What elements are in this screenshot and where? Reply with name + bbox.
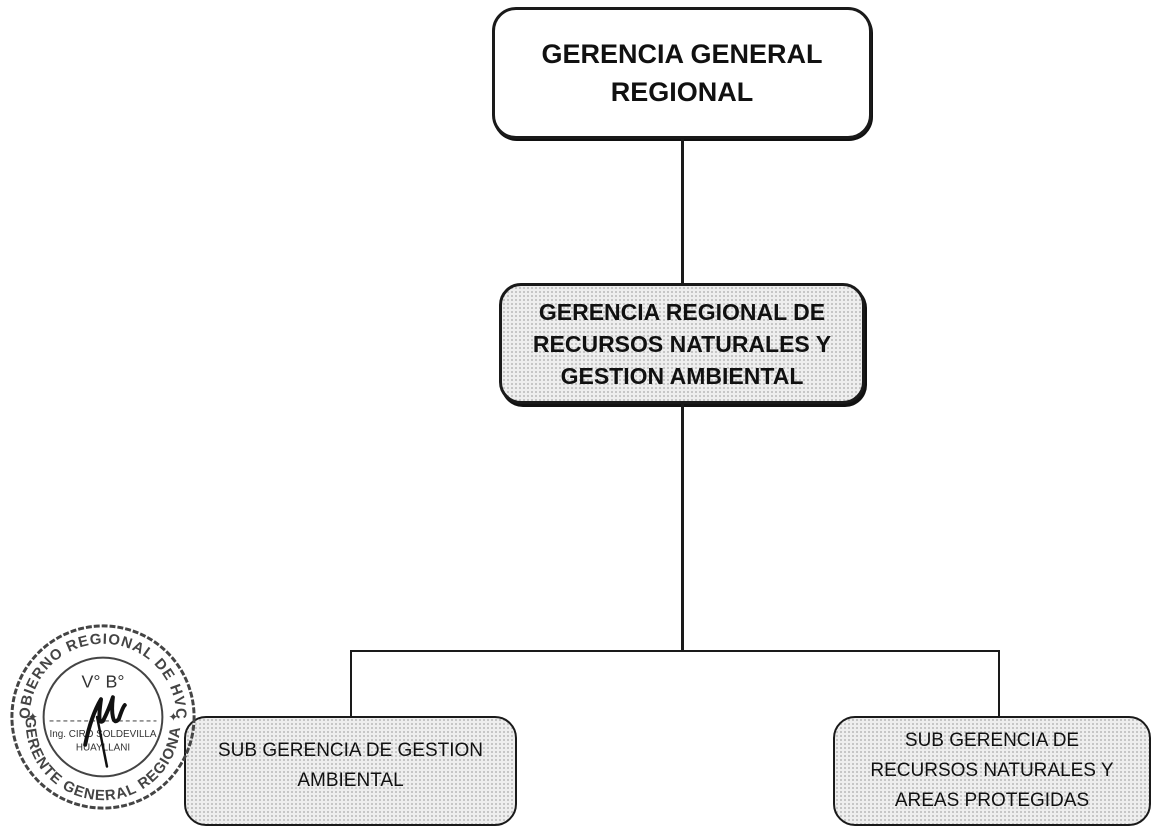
gerencia-regional-recursos-label: GERENCIA REGIONAL DE RECURSOS NATURALES … (532, 298, 832, 389)
sub-gerencia-recursos-naturales-box: SUB GERENCIA DE RECURSOS NATURALES Y ARE… (833, 716, 1151, 826)
stamp-name-line-1: Ing. CIRO SOLDEVILLA (49, 729, 156, 740)
signature-mark (83, 695, 127, 747)
sub-gerencia-gestion-ambiental-label: SUB GERENCIA DE GESTION AMBIENTAL (218, 740, 483, 791)
sub-gerencia-gestion-ambiental-box: SUB GERENCIA DE GESTION AMBIENTAL (184, 716, 517, 826)
connector-branch-left (350, 650, 352, 717)
gerencia-general-regional-label: GERENCIA GENERAL REGIONAL (541, 39, 823, 107)
connector-middle-to-branch (681, 404, 684, 651)
gerencia-regional-recursos-box: GERENCIA REGIONAL DE RECURSOS NATURALES … (499, 283, 865, 404)
gerencia-general-regional-box: GERENCIA GENERAL REGIONAL (492, 7, 872, 139)
approval-stamp: GOBIERNO REGIONAL DE HVCA GERENTE GENERA… (4, 618, 196, 810)
sub-gerencia-recursos-naturales-label: SUB GERENCIA DE RECURSOS NATURALES Y ARE… (870, 730, 1114, 811)
star-left-icon: ✦ (28, 710, 38, 724)
connector-branch-horizontal (350, 650, 1000, 652)
connector-top-to-middle (681, 139, 684, 284)
star-right-icon: ✦ (168, 710, 178, 724)
stamp-approval-mark: V° B° (82, 671, 125, 691)
connector-branch-right (998, 650, 1000, 717)
